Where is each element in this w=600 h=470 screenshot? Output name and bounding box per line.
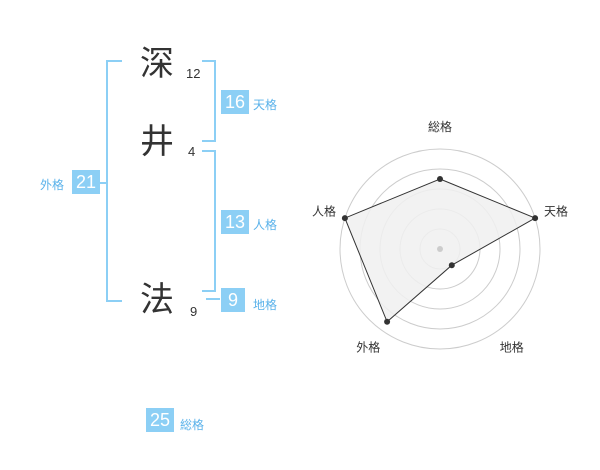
chikaku-label: 地格 (253, 298, 278, 312)
radar-axis-label-0: 総格 (428, 119, 452, 134)
radar-point-1 (532, 215, 539, 222)
radar-axis-label-2: 地格 (500, 340, 524, 355)
radar-center-dot (437, 246, 443, 252)
radar-point-2 (448, 262, 455, 269)
radar-points (341, 176, 539, 325)
stroke-count-2: 4 (188, 144, 196, 159)
soukaku-label: 総格 (180, 418, 205, 432)
chikaku-value: 9 (221, 288, 245, 312)
gaikaku-label: 外格 (40, 178, 65, 192)
radar-point-0 (437, 176, 443, 182)
jinkaku-bracket (202, 150, 216, 292)
tenkaku-value: 16 (221, 90, 250, 114)
gaikaku-value: 21 (72, 170, 101, 194)
name-char-3: 法 (140, 280, 174, 320)
gaikaku-bracket (106, 60, 122, 302)
radar-point-4 (341, 215, 348, 222)
tenkaku-bracket (202, 60, 216, 142)
radar-axis-label-4: 人格 (312, 203, 336, 218)
jinkaku-value: 13 (221, 210, 250, 234)
tenkaku-label: 天格 (253, 98, 278, 112)
stroke-count-3: 9 (190, 304, 198, 319)
soukaku-value: 25 (146, 408, 175, 432)
radar-point-3 (384, 318, 391, 325)
radar-ring-5 (339, 148, 541, 350)
radar-axis-label-1: 天格 (544, 203, 568, 218)
name-char-1: 深 (140, 44, 174, 84)
gaikaku-connector (100, 182, 106, 184)
chikaku-connector (206, 298, 220, 300)
name-char-2: 井 (140, 122, 174, 162)
jinkaku-label: 人格 (253, 218, 278, 232)
stroke-count-1: 12 (186, 66, 201, 81)
radar-axis-label-3: 外格 (356, 340, 380, 355)
